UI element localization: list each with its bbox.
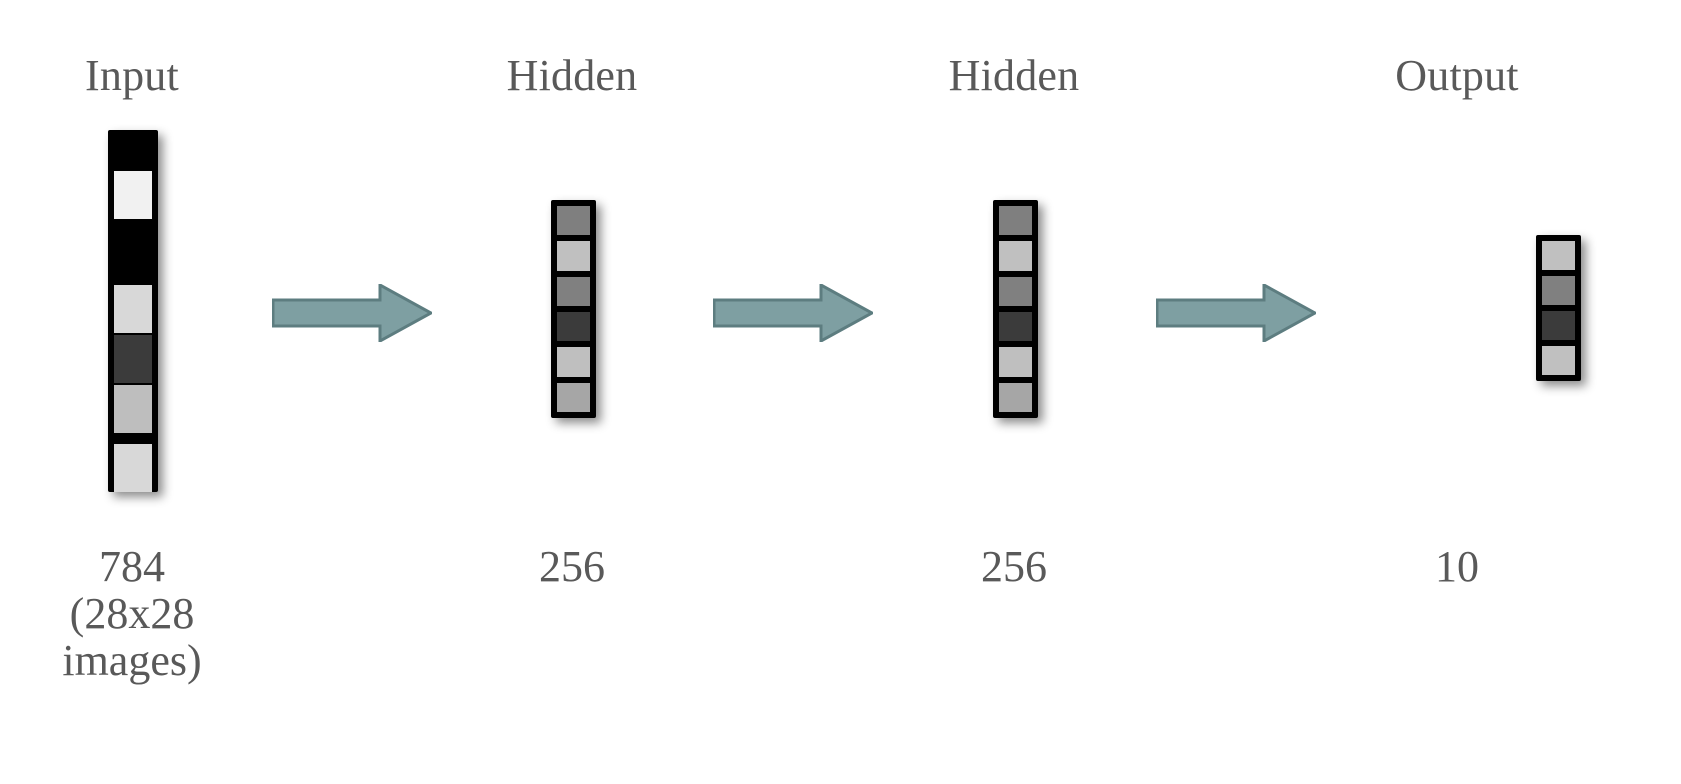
hidden-2-cell-5 [999,347,1032,377]
hidden-2-cell-6 [999,382,1032,412]
layer-input-title: Input [85,51,179,100]
input-cell-5 [114,444,152,492]
layer-hidden-1-stack [551,200,596,418]
output-cell-2 [1542,276,1575,305]
layer-input-caption: 784 (28x28 images) [62,542,202,686]
layer-hidden-2-title: Hidden [948,51,1080,100]
layer-hidden-2-caption: 256 [981,542,1047,591]
hidden-2-cell-2 [999,241,1032,271]
layer-hidden-1-title: Hidden [506,51,638,100]
output-cell-3 [1542,311,1575,340]
layer-output-title: Output [1395,51,1519,100]
hidden-1-cell-2 [557,241,590,271]
input-cell-1 [114,171,152,219]
arrow-hidden1-to-hidden2 [713,284,873,342]
layer-output-caption: 10 [1435,542,1479,591]
hidden-2-cell-3 [999,276,1032,306]
layer-output-stack [1536,235,1581,381]
hidden-1-cell-4 [557,311,590,342]
layer-hidden-1-caption: 256 [539,542,605,591]
input-cell-4 [114,385,152,433]
layer-input-stack [108,130,158,492]
input-cell-3 [114,335,152,383]
hidden-1-cell-1 [557,206,590,236]
output-cell-1 [1542,241,1575,270]
output-cell-4 [1542,346,1575,375]
arrow-input-to-hidden1 [272,284,432,342]
hidden-1-cell-5 [557,347,590,377]
hidden-2-cell-4 [999,311,1032,342]
hidden-1-cell-6 [557,382,590,412]
hidden-1-cell-3 [557,276,590,306]
layer-hidden-2-stack [993,200,1038,418]
input-cell-2 [114,285,152,333]
arrow-hidden2-to-output [1156,284,1316,342]
hidden-2-cell-1 [999,206,1032,236]
